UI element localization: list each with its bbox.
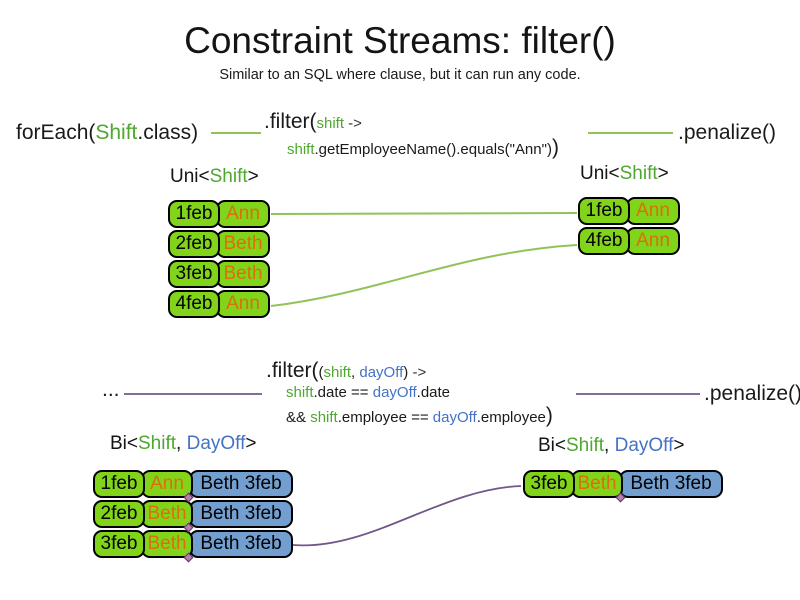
bi-right-row-1: 3feb Beth Beth 3feb xyxy=(523,470,723,498)
uni-label-left-pre: Uni< xyxy=(170,166,210,187)
shift-date-cell: 2feb xyxy=(168,230,220,258)
bi-left-row-1: 1feb Ann Beth 3feb xyxy=(93,470,293,498)
bi-left-row-2: 2feb Beth Beth 3feb xyxy=(93,500,293,528)
bi-filter-close-paren: ) xyxy=(545,404,553,427)
shift-employee-cell: Beth xyxy=(141,500,193,528)
uni-filter-param: shift xyxy=(316,115,345,132)
dayoff-cell: Beth 3feb xyxy=(189,530,293,558)
uni-right-row-2: 4feb Ann xyxy=(578,227,680,255)
bi-label-left-type1: Shift xyxy=(138,433,177,454)
shift-date-cell: 3feb xyxy=(168,260,220,288)
bi-body2-var2: dayOff xyxy=(432,409,477,426)
uni-filter-body-var: shift xyxy=(287,141,315,158)
foreach-expression: forEach(Shift.class) xyxy=(16,121,198,144)
uni-label-left: Uni<Shift> xyxy=(170,166,259,188)
bi-label-left: Bi<Shift, DayOff> xyxy=(110,433,256,455)
bi-label-right-post: > xyxy=(673,435,685,456)
bi-label-right: Bi<Shift, DayOff> xyxy=(538,435,684,457)
uni-label-right-post: > xyxy=(657,163,669,184)
foreach-type: Shift xyxy=(95,121,138,144)
bi-filter-body-line2: && shift.employee == dayOff.employee) xyxy=(286,405,553,427)
bi-label-left-pre: Bi< xyxy=(110,433,138,454)
bi-body2-mid: .employee == xyxy=(337,409,433,426)
bi-label-left-post: > xyxy=(245,433,257,454)
shift-employee-cell: Beth xyxy=(216,260,270,288)
bi-filter-param2: dayOff xyxy=(359,364,404,381)
shift-employee-cell: Ann xyxy=(216,290,270,318)
uni-label-right-type: Shift xyxy=(619,163,658,184)
dayoff-cell: Beth 3feb xyxy=(189,500,293,528)
shift-date-cell: 3feb xyxy=(523,470,575,498)
shift-employee-cell: Ann xyxy=(626,197,680,225)
bi-filter-close-params: ) xyxy=(403,364,409,381)
bi-filter-keyword: .filter( xyxy=(266,359,319,382)
bi-body1-var1: shift xyxy=(286,384,314,401)
uni-row4-stream-curve xyxy=(270,244,578,307)
bi-label-right-sep: , xyxy=(604,435,615,456)
uni-filter-keyword: .filter( xyxy=(264,110,317,133)
shift-date-cell: 1feb xyxy=(578,197,630,225)
shift-date-cell: 4feb xyxy=(168,290,220,318)
uni-label-right: Uni<Shift> xyxy=(580,163,669,185)
bi-body2-and: && xyxy=(286,409,311,426)
uni-penalize: .penalize() xyxy=(678,121,777,144)
bi-body1-var2: dayOff xyxy=(372,384,417,401)
uni-left-row-1: 1feb Ann xyxy=(168,200,270,228)
uni-left-row-2: 2feb Beth xyxy=(168,230,270,258)
bi-filter-comma: , xyxy=(351,364,360,381)
uni-filter-arrow: -> xyxy=(344,115,362,132)
bi-body2-var1: shift xyxy=(310,409,338,426)
uni-right-row-1: 1feb Ann xyxy=(578,197,680,225)
shift-employee-cell: Ann xyxy=(626,227,680,255)
shift-employee-cell: Beth xyxy=(571,470,623,498)
page-title: Constraint Streams: filter() xyxy=(184,20,616,61)
shift-date-cell: 1feb xyxy=(168,200,220,228)
bi-label-left-type2: DayOff xyxy=(186,433,246,454)
uni-left-row-3: 3feb Beth xyxy=(168,260,270,288)
uni-filter-body: shift.getEmployeeName().equals("Ann")) xyxy=(287,137,559,159)
bi-filter-head: .filter((shift, dayOff) -> xyxy=(266,359,426,382)
uni-label-left-post: > xyxy=(247,166,259,187)
bi-label-right-pre: Bi< xyxy=(538,435,566,456)
bi-label-left-sep: , xyxy=(176,433,187,454)
foreach-pre: forEach( xyxy=(16,121,96,144)
bi-row3-stream-curve xyxy=(292,485,522,547)
shift-date-cell: 2feb xyxy=(93,500,145,528)
bi-ellipsis: ... xyxy=(102,378,120,401)
bi-body1-end: .date xyxy=(416,384,451,401)
bi-filter-body-line1: shift.date == dayOff.date xyxy=(286,384,451,402)
shift-date-cell: 1feb xyxy=(93,470,145,498)
uni-label-right-pre: Uni< xyxy=(580,163,620,184)
shift-date-cell: 4feb xyxy=(578,227,630,255)
subtitle: Similar to an SQL where clause, but it c… xyxy=(219,67,581,83)
bi-filter-param1: shift xyxy=(323,364,352,381)
bi-filter-open-paren: ( xyxy=(318,364,324,381)
uni-row1-stream-line xyxy=(270,212,578,215)
uni-filter-close-paren: ) xyxy=(551,136,559,159)
bi-filter-arrow: -> xyxy=(408,364,427,381)
bi-body2-end: .employee xyxy=(476,409,546,426)
shift-employee-cell: Beth xyxy=(141,530,193,558)
uni-filter-head: .filter(shift -> xyxy=(264,110,362,133)
dayoff-cell: Beth 3feb xyxy=(189,470,293,498)
bi-label-right-type1: Shift xyxy=(566,435,605,456)
shift-date-cell: 3feb xyxy=(93,530,145,558)
dayoff-cell: Beth 3feb xyxy=(619,470,723,498)
bi-penalize: .penalize() xyxy=(704,382,800,405)
uni-left-row-4: 4feb Ann xyxy=(168,290,270,318)
shift-employee-cell: Ann xyxy=(141,470,193,498)
foreach-post: .class) xyxy=(137,121,199,144)
uni-label-left-type: Shift xyxy=(209,166,248,187)
bi-label-right-type2: DayOff xyxy=(614,435,674,456)
shift-employee-cell: Ann xyxy=(216,200,270,228)
bi-body1-mid: .date == xyxy=(313,384,373,401)
uni-filter-body-rest: .getEmployeeName().equals("Ann") xyxy=(314,141,552,158)
shift-employee-cell: Beth xyxy=(216,230,270,258)
bi-left-row-3: 3feb Beth Beth 3feb xyxy=(93,530,293,558)
